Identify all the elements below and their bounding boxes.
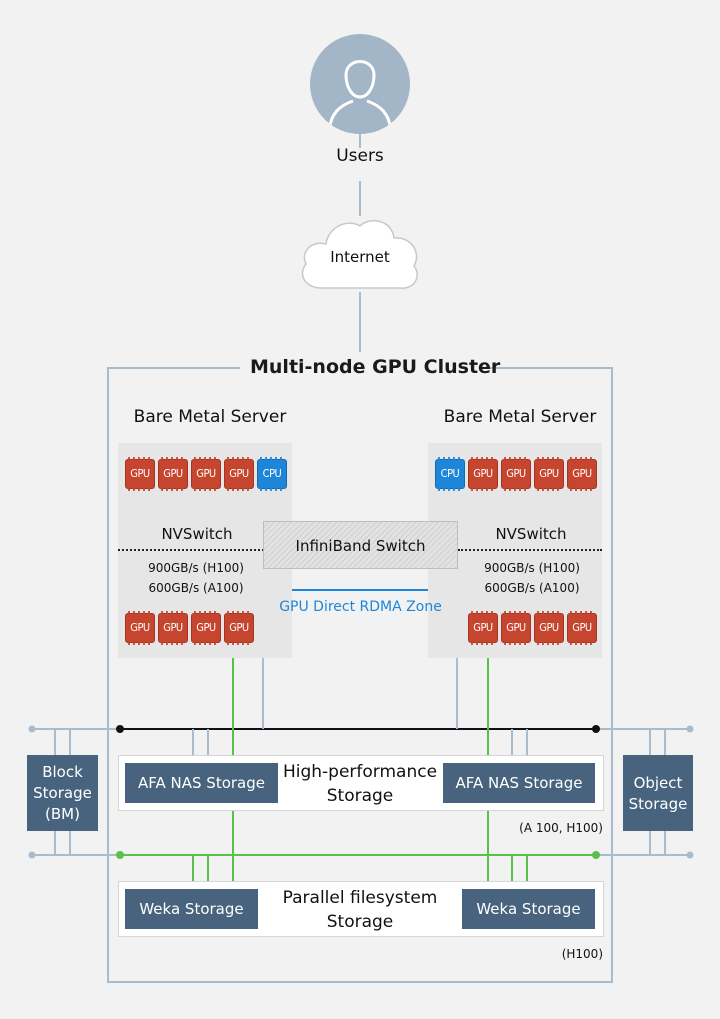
bandwidth-a100-right: 600GB/s (A100) xyxy=(484,581,580,595)
gpu-chip-icon: GPU xyxy=(468,611,498,645)
bandwidth-a100-left: 600GB/s (A100) xyxy=(148,581,244,595)
high-performance-storage-title-1: High-performance xyxy=(282,762,438,782)
gpu-chip-icon: GPU xyxy=(534,457,564,491)
cluster-title: Multi-node GPU Cluster xyxy=(240,356,500,378)
gpu-chip-icon: GPU xyxy=(158,457,188,491)
gpu-chip-icon: GPU xyxy=(534,611,564,645)
cpu-chip-icon: CPU xyxy=(257,457,287,491)
block-storage-label-2: Storage xyxy=(33,784,92,802)
internet-label: Internet xyxy=(330,248,390,266)
object-storage-label-1: Object xyxy=(633,774,683,792)
block-storage-box: Block Storage (BM) xyxy=(27,755,98,831)
afa-nas-storage-right: AFA NAS Storage xyxy=(443,763,595,803)
server-right-title: Bare Metal Server xyxy=(443,407,597,427)
nvswitch-right-divider xyxy=(458,549,602,551)
cpu-chip-icon: CPU xyxy=(435,457,465,491)
bandwidth-h100-left: 900GB/s (H100) xyxy=(148,561,244,575)
gpu-chip-icon: GPU xyxy=(224,611,254,645)
infiniband-switch-label: InfiniBand Switch xyxy=(295,537,426,555)
rdma-zone-label: GPU Direct RDMA Zone xyxy=(279,599,442,615)
gpu-chip-icon: GPU xyxy=(501,611,531,645)
object-storage-box: Object Storage xyxy=(623,755,693,831)
gpu-chip-icon: GPU xyxy=(567,457,597,491)
block-storage-label-3: (BM) xyxy=(45,805,80,823)
bandwidth-h100-right: 900GB/s (H100) xyxy=(484,561,580,575)
weka-storage-right: Weka Storage xyxy=(462,889,595,929)
gpu-chip-icon: GPU xyxy=(567,611,597,645)
object-storage-label-2: Storage xyxy=(628,795,688,813)
nvswitch-right-label: NVSwitch xyxy=(495,525,567,543)
afa-nas-storage-left: AFA NAS Storage xyxy=(125,763,278,803)
pfs-storage-note: (H100) xyxy=(561,947,603,961)
cloud-icon xyxy=(301,219,418,289)
gpu-chip-icon: GPU xyxy=(501,457,531,491)
parallel-filesystem-storage-title-1: Parallel filesystem xyxy=(282,888,438,908)
nvswitch-left-label: NVSwitch xyxy=(161,525,233,543)
users-label: Users xyxy=(336,146,384,166)
high-performance-storage-title-2: Storage xyxy=(326,786,394,806)
user-avatar-icon xyxy=(310,34,410,134)
nvswitch-left-divider xyxy=(118,549,264,551)
gpu-chip-icon: GPU xyxy=(125,457,155,491)
gpu-chip-icon: GPU xyxy=(468,457,498,491)
hp-storage-note: (A 100, H100) xyxy=(519,821,603,835)
gpu-chip-icon: GPU xyxy=(191,611,221,645)
block-storage-label-1: Block xyxy=(42,763,83,781)
gpu-chip-icon: GPU xyxy=(158,611,188,645)
parallel-filesystem-storage-title-2: Storage xyxy=(326,912,394,932)
gpu-chip-icon: GPU xyxy=(191,457,221,491)
infiniband-switch xyxy=(263,521,458,569)
weka-storage-left: Weka Storage xyxy=(125,889,258,929)
server-left-title: Bare Metal Server xyxy=(133,407,287,427)
gpu-chip-icon: GPU xyxy=(125,611,155,645)
gpu-chip-icon: GPU xyxy=(224,457,254,491)
